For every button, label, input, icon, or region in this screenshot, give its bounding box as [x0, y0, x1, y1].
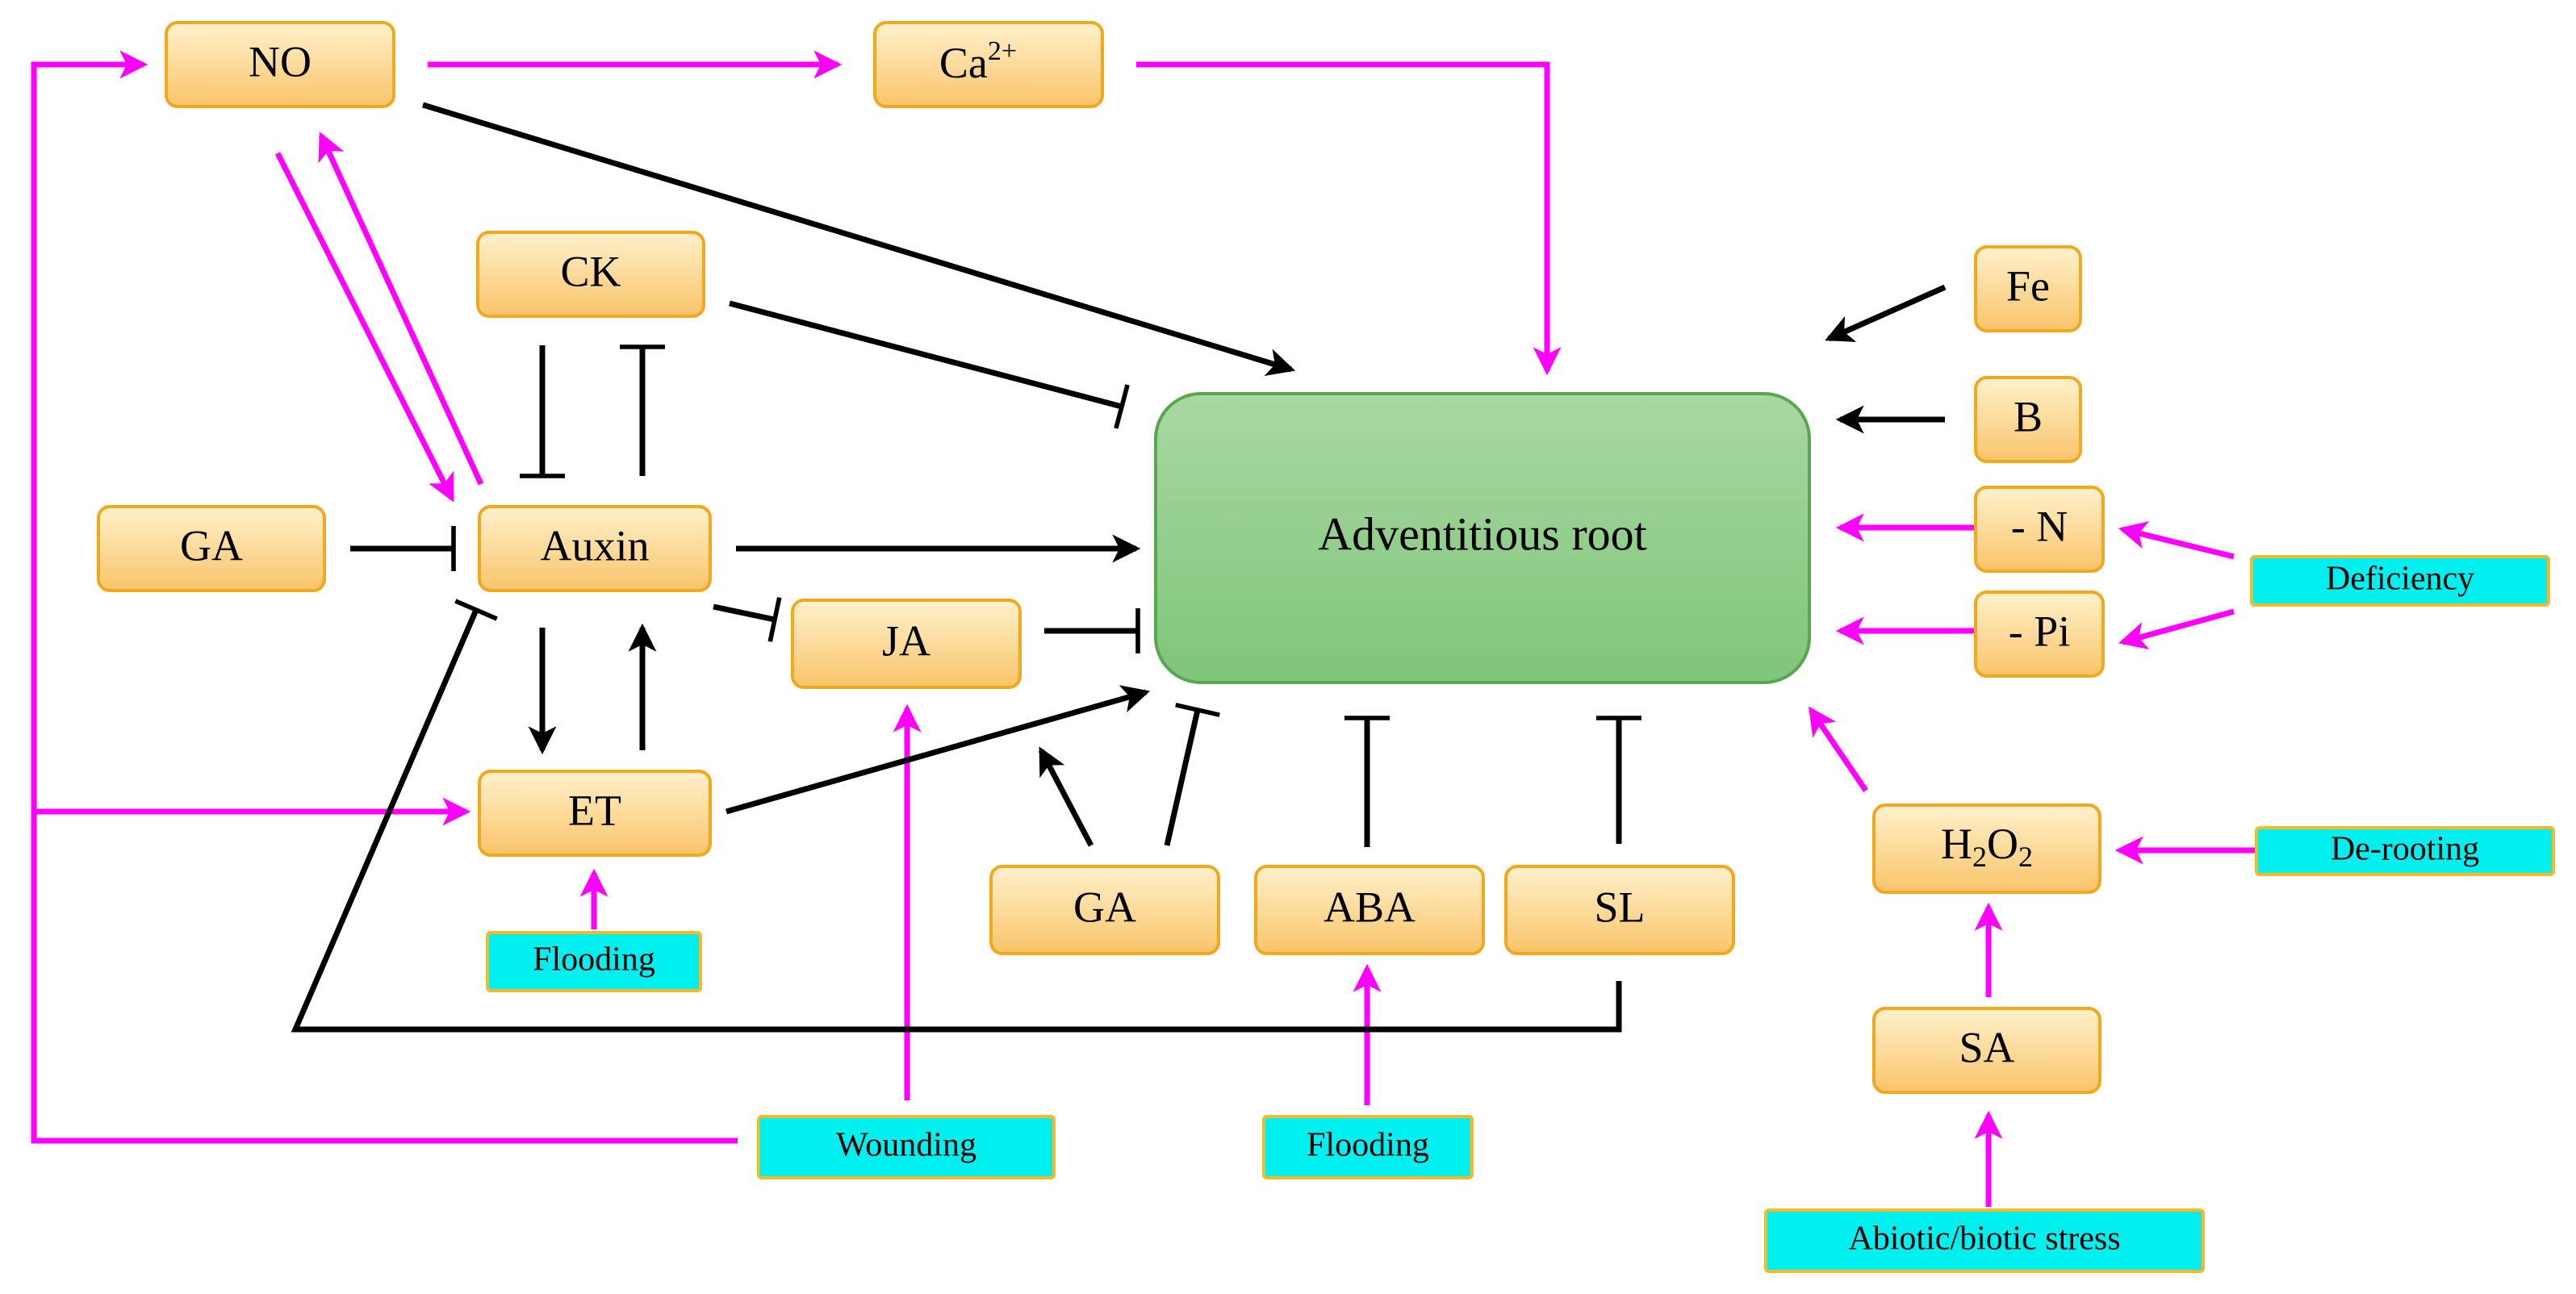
stimulus-derooting-label: De-rooting [2331, 831, 2479, 868]
node-h2o2-label: H2O2 [1941, 820, 2033, 873]
stimulus-stress-label: Abiotic/biotic stress [1848, 1221, 2120, 1258]
stimulus-stress: Abiotic/biotic stress [1764, 1208, 2205, 1273]
deficiency-to-pi-arrow [2118, 608, 2235, 649]
stimulus-flooding-aba: Flooding [1262, 1115, 1474, 1179]
fe-to-root-arrow [1825, 284, 1947, 342]
sl-inhibits-auxin [291, 599, 1622, 1033]
node-sa-label: SA [1959, 1023, 2014, 1071]
node-ga-bottom: GA [989, 865, 1220, 955]
node-ja: JA [791, 599, 1022, 689]
ca-to-root-arrow [1136, 61, 1562, 376]
node-n: - N [1974, 486, 2105, 573]
stimulus-flooding-et-label: Flooding [533, 941, 655, 979]
node-adventitious-root: Adventitious root [1154, 392, 1811, 684]
node-pi-label: - Pi [2009, 607, 2071, 655]
node-b-label: B [2014, 392, 2043, 440]
stimulus-derooting: De-rooting [2255, 826, 2555, 876]
adventitious-root-label: Adventitious root [1318, 507, 1647, 560]
et-to-root-arrow [726, 685, 1151, 815]
no-to-root-arrow [421, 102, 1296, 377]
stimulus-flooding-aba-label: Flooding [1307, 1127, 1429, 1164]
auxin-to-no-arrow [318, 131, 484, 486]
nodes: NO Ca2+ CK GA Auxin JA ET GA [97, 21, 2105, 1094]
node-auxin: Auxin [478, 505, 712, 592]
node-ga-bottom-label: GA [1073, 883, 1136, 931]
node-ja-label: JA [882, 616, 930, 665]
ga-inhibits-root [1164, 703, 1220, 846]
stimulus-flooding-et: Flooding [486, 931, 702, 992]
h2o2-to-root-arrow [1809, 706, 1868, 792]
node-ga-left: GA [97, 505, 326, 592]
deficiency-to-n-arrow [2118, 521, 2235, 560]
node-et-label: ET [568, 786, 621, 834]
node-ca: Ca2+ [873, 21, 1104, 108]
node-sa: SA [1872, 1007, 2101, 1094]
node-h2o2: H2O2 [1872, 804, 2101, 894]
node-sl-label: SL [1594, 883, 1645, 931]
stimulus-wounding: Wounding [757, 1115, 1056, 1179]
ga-to-ja-arrow [1038, 746, 1094, 847]
node-fe-label: Fe [2006, 261, 2050, 310]
node-sl: SL [1504, 865, 1735, 955]
node-n-label: - N [2011, 502, 2068, 550]
node-ca-label: Ca2+ [939, 36, 1017, 88]
no-to-auxin-arrow [274, 152, 455, 503]
node-ck: CK [476, 231, 705, 318]
connectors [31, 50, 2256, 1207]
node-aba-label: ABA [1324, 883, 1416, 931]
node-ga-left-label: GA [180, 521, 243, 570]
node-ck-label: CK [560, 247, 621, 295]
ck-inhibits-root [729, 300, 1130, 429]
node-no: NO [165, 21, 395, 108]
stimulus-wounding-label: Wounding [836, 1127, 976, 1164]
auxin-inhibits-ja [713, 597, 782, 642]
node-aba: ABA [1254, 865, 1485, 955]
node-b: B [1974, 376, 2082, 463]
node-pi: - Pi [1974, 591, 2105, 678]
stimulus-deficiency-label: Deficiency [2326, 561, 2474, 598]
stimuli: Flooding Wounding Flooding Deficiency De… [486, 555, 2555, 1273]
node-auxin-label: Auxin [541, 521, 650, 570]
node-et: ET [478, 770, 712, 857]
node-fe: Fe [1974, 245, 2082, 332]
stimulus-deficiency: Deficiency [2250, 555, 2550, 607]
wounding-to-no-arrow [31, 50, 738, 1144]
node-no-label: NO [249, 37, 312, 86]
